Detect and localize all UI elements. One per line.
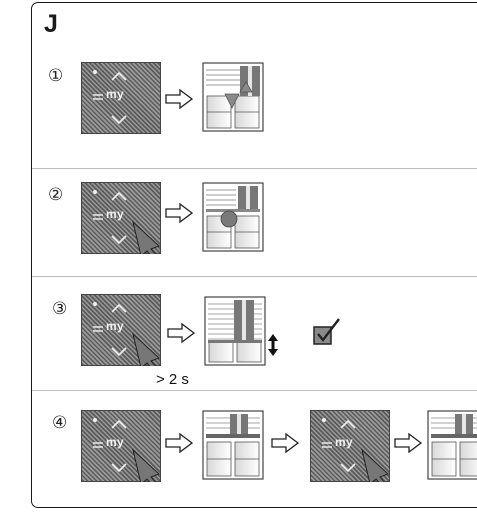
step-divider <box>32 168 477 169</box>
my-button-label: my <box>106 87 124 101</box>
hollow-arrow-icon <box>165 433 193 453</box>
section-letter: J <box>44 10 58 38</box>
my-button-label: my <box>106 319 124 333</box>
remote-control-icon: my <box>81 182 161 254</box>
step-number: ② <box>48 185 64 204</box>
my-button-label: my <box>106 435 124 449</box>
remote-control-icon: my <box>81 410 161 482</box>
instruction-frame <box>31 2 477 508</box>
awning-window-icon <box>427 410 477 480</box>
hollow-arrow-icon <box>394 433 422 453</box>
up-down-arrow-icon <box>268 334 278 356</box>
remote-control-icon: my <box>310 410 390 482</box>
awning-window-icon <box>202 182 264 252</box>
remote-control-icon: my <box>81 294 161 366</box>
my-button-label: my <box>335 435 353 449</box>
my-button-label: my <box>106 207 124 221</box>
remote-control-icon: my <box>81 62 161 134</box>
step-divider <box>32 390 477 391</box>
hollow-arrow-icon <box>271 433 299 453</box>
awning-window-icon <box>202 410 264 480</box>
step-number: ① <box>48 66 64 85</box>
step-divider <box>32 276 477 277</box>
step-number: ④ <box>52 413 68 432</box>
hollow-arrow-icon <box>165 89 193 109</box>
hollow-arrow-icon <box>167 323 195 343</box>
awning-window-icon <box>204 296 266 366</box>
awning-window-icon <box>202 62 264 132</box>
hollow-arrow-icon <box>165 203 193 223</box>
checkbox-checked-icon <box>313 318 340 345</box>
step-number: ③ <box>52 299 68 318</box>
hold-duration-label: > 2 s <box>156 371 189 388</box>
